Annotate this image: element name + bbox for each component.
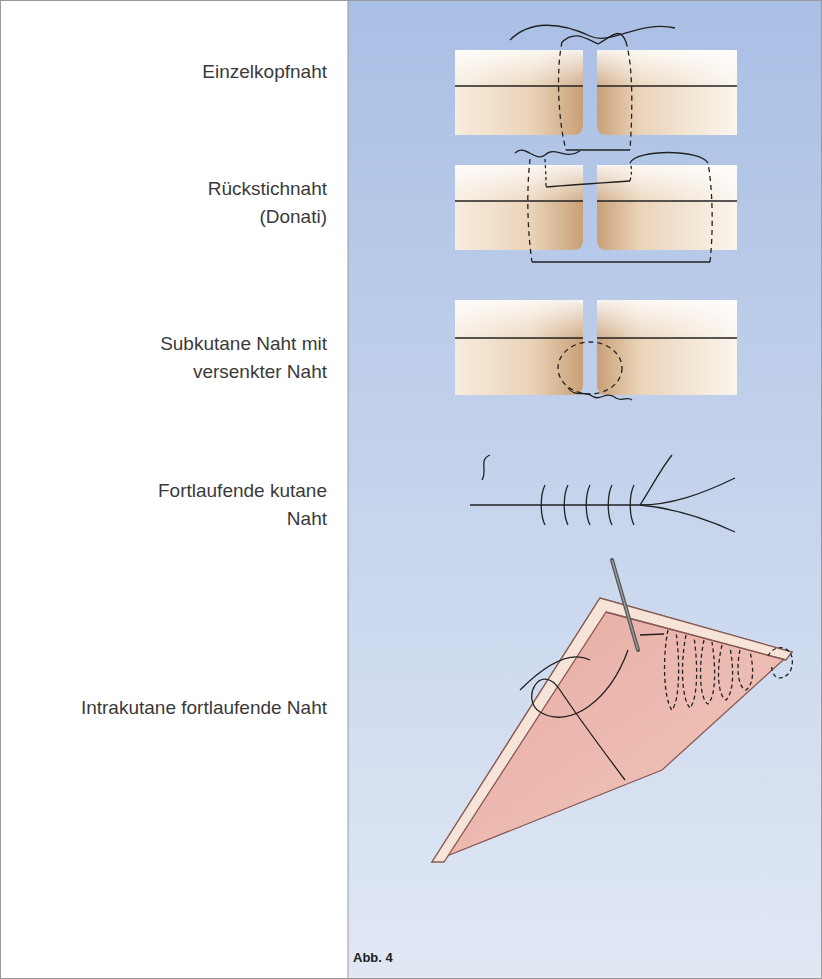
suture-label: Subkutane Naht mit versenkter Naht (122, 330, 327, 385)
figure-number: Abb. 4 (353, 950, 393, 965)
suture-label: Fortlaufende kutane Naht (115, 477, 327, 532)
suture-label: Intrakutane fortlaufende Naht (72, 694, 327, 722)
suture-label: Einzelkopfnaht (27, 58, 327, 86)
suture-label: Rückstichnaht (Donati) (167, 175, 327, 230)
